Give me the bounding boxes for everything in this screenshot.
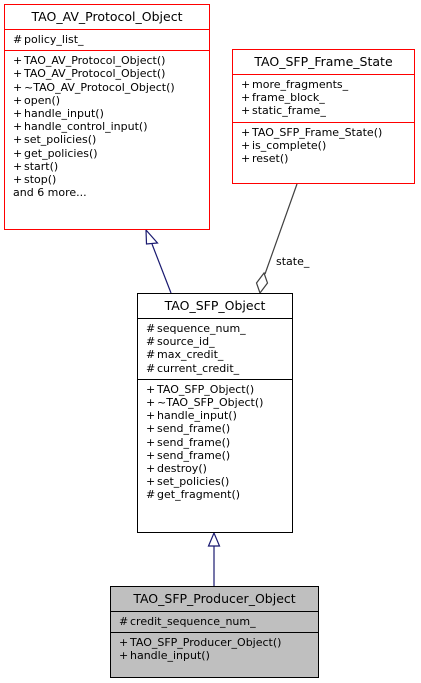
inheritance-line-sfp-to-av (151, 243, 172, 294)
method-row: +handle_input() (146, 409, 237, 423)
method-row: +~TAO_SFP_Object() (146, 395, 264, 409)
method-row: +TAO_AV_Protocol_Object() (13, 67, 166, 81)
class-box-sfp-object[interactable]: TAO_SFP_Object #sequence_num_ #source_id… (137, 293, 293, 533)
method-row: +send_frame() (146, 435, 231, 449)
method-section: +TAO_SFP_Producer_Object() +handle_input… (111, 632, 318, 666)
aggregation-diamond (255, 271, 269, 295)
method-row: +send_frame() (146, 422, 231, 436)
association-line-state (264, 183, 298, 275)
inheritance-arrow-sfp (207, 531, 221, 547)
method-row: +handle_input() (13, 106, 104, 120)
attribute-row: #current_credit_ (146, 361, 240, 375)
method-row: #get_fragment() (146, 488, 241, 502)
attribute-row: #credit_sequence_num_ (119, 615, 256, 628)
attribute-row: +static_frame_ (241, 104, 326, 118)
method-section: +TAO_SFP_Object() +~TAO_SFP_Object() +ha… (138, 378, 292, 506)
attribute-section: +more_fragments_ +frame_block_ +static_f… (233, 74, 414, 122)
class-name: TAO_AV_Protocol_Object (31, 9, 183, 24)
method-row: +set_policies() (13, 133, 97, 147)
attribute-row: #policy_list_ (13, 33, 84, 46)
attribute-row: +frame_block_ (241, 91, 325, 105)
method-row: +TAO_SFP_Object() (146, 382, 255, 396)
method-row: +is_complete() (241, 138, 327, 152)
method-row: +set_policies() (146, 475, 230, 489)
method-row: +TAO_AV_Protocol_Object() (13, 54, 166, 68)
method-section: +TAO_AV_Protocol_Object() +TAO_AV_Protoc… (5, 50, 209, 203)
method-row: +send_frame() (146, 448, 231, 462)
attribute-row: +more_fragments_ (241, 78, 349, 91)
more-methods-link[interactable]: and 6 more... (13, 186, 87, 200)
attribute-row: #source_id_ (146, 335, 215, 349)
attribute-row: #sequence_num_ (146, 322, 246, 335)
attribute-section: #sequence_num_ #source_id_ #max_credit_ … (138, 318, 292, 379)
method-row: +TAO_SFP_Producer_Object() (119, 636, 282, 650)
class-name: TAO_SFP_Producer_Object (133, 591, 296, 606)
attribute-section: #credit_sequence_num_ (111, 611, 318, 632)
class-box-av-protocol-object[interactable]: TAO_AV_Protocol_Object #policy_list_ +TA… (4, 4, 210, 230)
method-section: +TAO_SFP_Frame_State() +is_complete() +r… (233, 121, 414, 170)
class-name: TAO_SFP_Object (164, 298, 266, 313)
class-box-frame-state[interactable]: TAO_SFP_Frame_State +more_fragments_ +fr… (232, 49, 415, 184)
method-row: +stop() (13, 172, 57, 186)
attribute-section: #policy_list_ (5, 29, 209, 50)
method-row: +destroy() (146, 461, 207, 475)
method-row: +start() (13, 159, 59, 173)
class-name: TAO_SFP_Frame_State (254, 54, 393, 69)
method-row: +get_policies() (13, 146, 98, 160)
method-row: +open() (13, 93, 61, 107)
association-label-state: state_ (276, 255, 310, 268)
method-row: +handle_control_input() (13, 120, 148, 134)
method-row: +reset() (241, 151, 289, 165)
class-box-producer-object[interactable]: TAO_SFP_Producer_Object #credit_sequence… (110, 586, 319, 678)
method-row: +~TAO_AV_Protocol_Object() (13, 80, 175, 94)
attribute-row: #max_credit_ (146, 348, 224, 362)
inheritance-arrow-av (145, 228, 159, 245)
method-row: +TAO_SFP_Frame_State() (241, 125, 383, 139)
method-row: +handle_input() (119, 649, 210, 663)
